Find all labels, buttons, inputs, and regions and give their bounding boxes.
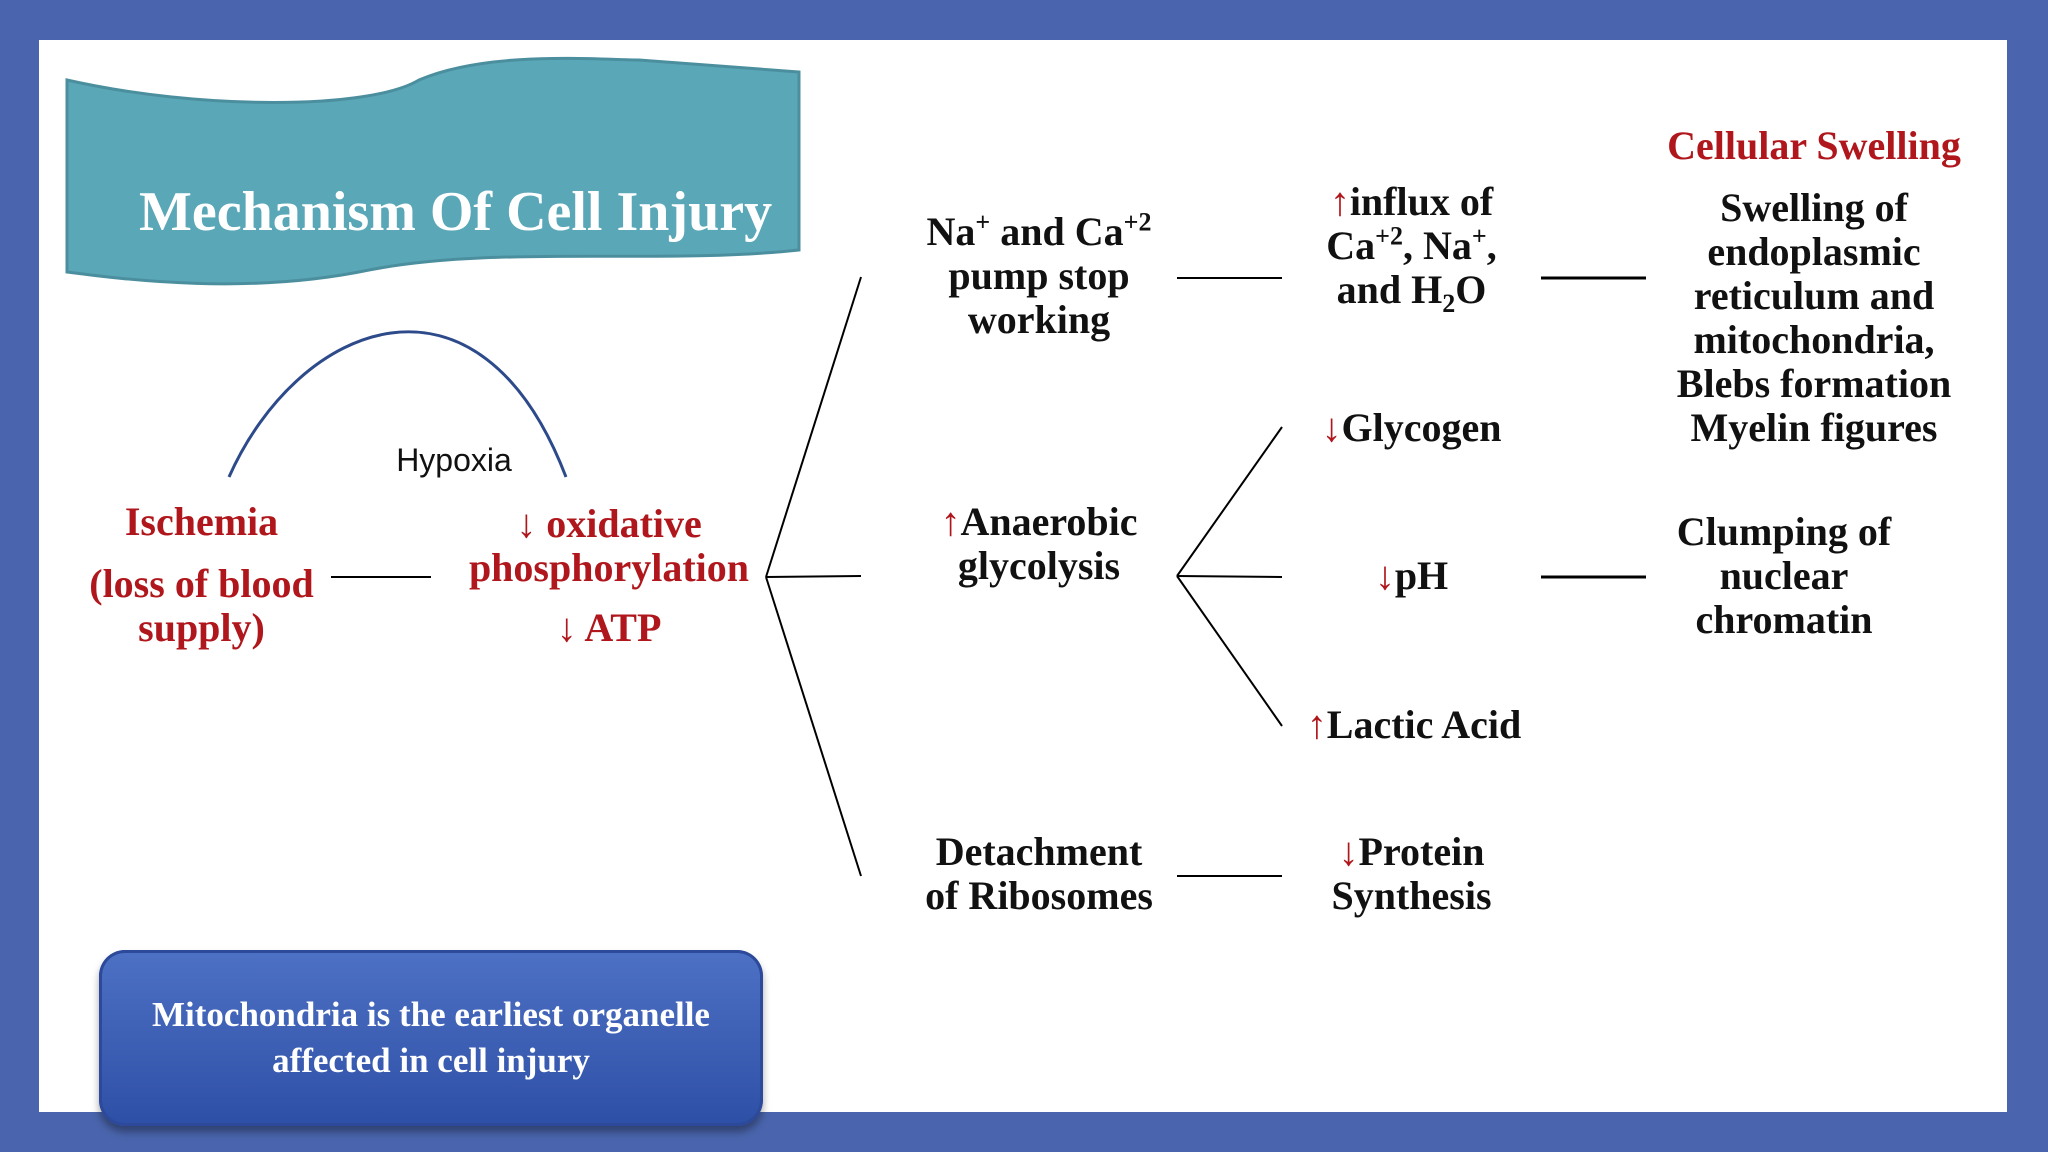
page-title: Mechanism Of Cell Injury xyxy=(139,181,773,243)
influx-and-h: and H xyxy=(1336,267,1443,312)
influx-line-1: influx of xyxy=(1349,179,1494,224)
title-banner-shape xyxy=(65,56,801,286)
up-arrow-icon: ↑ xyxy=(1329,179,1350,224)
down-arrow-icon: ↓ xyxy=(556,605,577,650)
anaerobic-line-1: Anaerobic xyxy=(960,499,1138,544)
line-to-anaerobic xyxy=(765,575,862,578)
influx-h-subscript: 2 xyxy=(1442,289,1456,318)
note-line-2: affected in cell injury xyxy=(272,1041,590,1080)
oxphos-line-1: oxidative xyxy=(536,501,702,546)
line-to-ph xyxy=(1176,575,1283,578)
glycogen-label: Glycogen xyxy=(1341,405,1502,450)
hypoxia-label: Hypoxia xyxy=(396,442,512,478)
up-arrow-icon: ↑ xyxy=(1306,702,1327,747)
note-line-1: Mitochondria is the earliest organelle xyxy=(152,995,710,1034)
swelling-line-2: endoplasmic xyxy=(1707,229,1921,274)
influx-o: O xyxy=(1455,267,1487,312)
swelling-line-3: reticulum and xyxy=(1693,273,1935,318)
swelling-heading: Cellular Swelling xyxy=(1667,123,1961,168)
atp-label: ATP xyxy=(576,605,662,650)
up-arrow-icon: ↑ xyxy=(940,499,961,544)
note-box: Mitochondria is the earliest organelle a… xyxy=(99,950,763,1126)
line-to-lactic xyxy=(1176,575,1283,727)
myelin-node: Myelin figures xyxy=(1690,405,1938,450)
influx-node: ↑influx of Ca+2, Na+, and H2O xyxy=(1289,179,1534,317)
down-arrow-icon: ↓ xyxy=(1374,553,1395,598)
clumping-line-3: chromatin xyxy=(1695,597,1873,642)
swelling-line-5: Blebs formation xyxy=(1676,361,1952,406)
pump-line-2: pump stop xyxy=(948,253,1130,298)
line-to-glycogen xyxy=(1176,426,1283,577)
down-arrow-icon: ↓ xyxy=(1338,829,1359,874)
influx-ca: Ca xyxy=(1326,223,1376,268)
protein-line-1: Protein xyxy=(1358,829,1485,874)
ribosomes-line-2: of Ribosomes xyxy=(925,873,1153,918)
connector-lines xyxy=(65,56,1646,877)
ribosomes-node: Detachment of Ribosomes xyxy=(909,830,1169,918)
line-to-pump xyxy=(765,276,862,578)
clumping-line-1: Clumping of xyxy=(1676,509,1892,554)
ph-label: pH xyxy=(1394,553,1449,598)
down-arrow-icon: ↓ xyxy=(516,501,537,546)
ischemia-title: Ischemia xyxy=(124,499,279,544)
swelling-line-1: Swelling of xyxy=(1720,185,1908,230)
lactic-node: ↑Lactic Acid xyxy=(1279,703,1549,747)
ischemia-desc-2: supply) xyxy=(138,605,265,650)
slide: Mechanism Of Cell Injury Hypoxia Ischemi… xyxy=(39,40,2007,1126)
anaerobic-node: ↑Anaerobic glycolysis xyxy=(909,500,1169,588)
ischemia-desc-1: (loss of blood xyxy=(89,561,314,606)
anaerobic-line-2: glycolysis xyxy=(957,543,1121,588)
influx-ca-charge: +2 xyxy=(1375,221,1403,251)
oxphos-line-2: phosphorylation xyxy=(468,545,750,590)
clumping-node: Clumping of nuclear chromatin xyxy=(1639,510,1929,642)
clumping-line-2: nuclear xyxy=(1719,553,1849,598)
ischemia-node: Ischemia (loss of blood supply) xyxy=(79,500,324,650)
note-text: Mitochondria is the earliest organelle a… xyxy=(111,992,751,1084)
glycogen-node: ↓Glycogen xyxy=(1289,406,1534,450)
down-arrow-icon: ↓ xyxy=(1321,405,1342,450)
pump-node: Na+ and Ca+2 pump stop working xyxy=(909,207,1169,342)
oxphos-node: ↓ oxidative phosphorylation ↓ ATP xyxy=(459,502,759,650)
hypoxia-arc xyxy=(227,330,568,478)
pump-ca-charge: +2 xyxy=(1123,207,1152,237)
line-to-ribosomes xyxy=(765,576,862,877)
pump-na-charge: + xyxy=(975,207,991,237)
lactic-label: Lactic Acid xyxy=(1326,702,1522,747)
pump-na: Na xyxy=(926,209,976,254)
ph-node: ↓pH xyxy=(1289,554,1534,598)
swelling-node: Swelling of endoplasmic reticulum and mi… xyxy=(1649,186,1979,406)
protein-node: ↓Protein Synthesis xyxy=(1289,830,1534,918)
swelling-line-4: mitochondria, xyxy=(1693,317,1935,362)
pump-mid: and Ca xyxy=(990,209,1124,254)
influx-comma: , xyxy=(1486,223,1497,268)
influx-na: , Na xyxy=(1403,223,1472,268)
pump-line-3: working xyxy=(967,297,1111,342)
influx-na-charge: + xyxy=(1471,221,1487,251)
ribosomes-line-1: Detachment xyxy=(935,829,1143,874)
protein-line-2: Synthesis xyxy=(1331,873,1492,918)
